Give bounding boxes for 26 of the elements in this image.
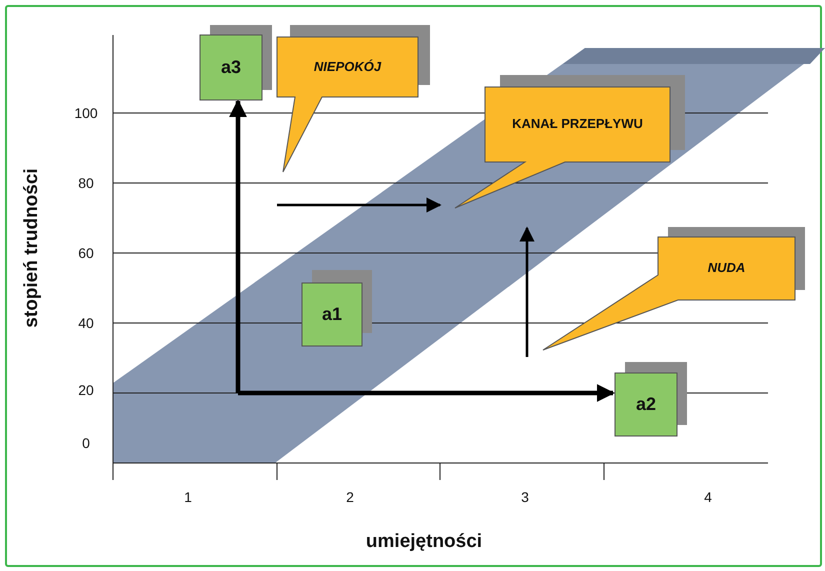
speech-callout [543, 227, 805, 351]
axis-tick-label: 3 [521, 489, 529, 505]
axis-tick-label: 2 [346, 489, 354, 505]
box-label: a3 [220, 56, 242, 79]
axis-tick-label: 60 [78, 245, 94, 261]
axis-tick-label: 40 [78, 315, 94, 331]
square-box [615, 362, 687, 436]
speech-callout [277, 25, 430, 173]
axis-tick-label: 1 [184, 489, 192, 505]
axis-tick-label: 80 [78, 175, 94, 191]
square-box [200, 25, 272, 100]
axis-tick-label: 100 [74, 105, 98, 121]
box-label: a1 [322, 303, 342, 326]
axis-title: umiejętności [366, 531, 482, 553]
square-box [302, 270, 372, 346]
callout-text: KANAŁ PRZEPŁYWU [512, 116, 643, 133]
axis-tick-label: 20 [78, 382, 94, 398]
axis-tick-label: 4 [704, 489, 712, 505]
callout-text: NUDA [708, 260, 746, 277]
speech-callout [455, 75, 685, 210]
axis-tick-label: 0 [82, 435, 90, 451]
box-label: a2 [636, 393, 656, 416]
callout-text: NIEPOKÓJ [314, 58, 382, 76]
arrow [238, 384, 615, 402]
axis-title: stopień trudności [21, 168, 43, 328]
arrow [229, 99, 247, 393]
